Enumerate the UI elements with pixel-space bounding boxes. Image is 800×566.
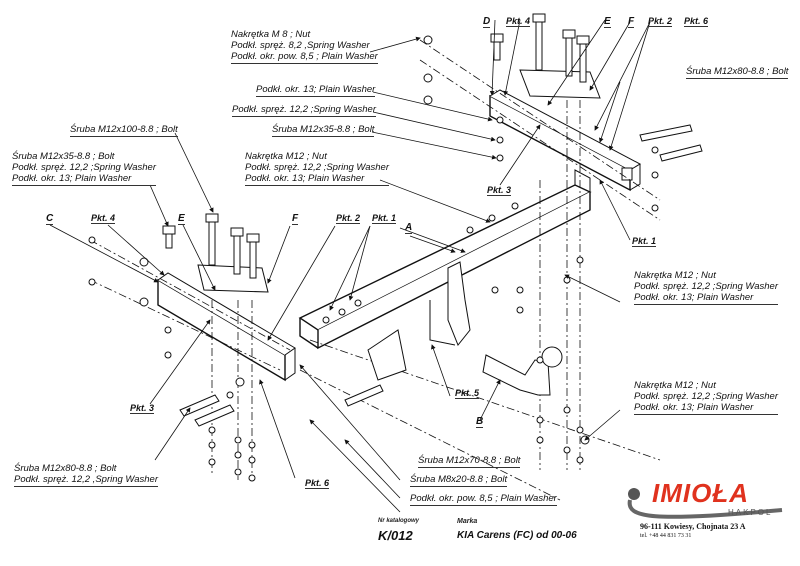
bolts-top-vertical <box>490 13 590 83</box>
bolts-left-vertical <box>162 213 260 279</box>
callout-bolt-m12x100: Śruba M12x100-8.8 ; Bolt <box>70 124 178 137</box>
point-tag-pkt6-top: Pkt. 6 <box>684 16 709 27</box>
callout-line: Podkł. spręż. 12,2 ;Spring Washer <box>634 391 778 402</box>
washers-and-nuts <box>88 35 659 482</box>
callout-bolt-m8x20: Śruba M8x20-8.8 ; Bolt <box>410 474 508 487</box>
point-tag-pkt1-top: Pkt. 1 <box>632 236 657 247</box>
callout-line: Śruba M12x80-8.8 ; Bolt <box>14 463 117 474</box>
callout-line: Nakrętka M12 ; Nut <box>245 151 327 162</box>
plate-e-top <box>519 69 601 99</box>
socket-plate <box>367 329 407 381</box>
company-logo-text: IMIOŁA <box>652 478 749 508</box>
callout-bolt-m12x35-left: Śruba M12x35-8.8 ; Bolt Podkł. spręż. 12… <box>12 151 156 186</box>
callout-bolt-m12x70: Śruba M12x70-8.8 ; Bolt <box>418 455 521 468</box>
company-logo-mark <box>627 488 783 519</box>
callout-bolt-m12x80-left: Śruba M12x80-8.8 ; Bolt Podkł. spręż. 12… <box>14 463 158 487</box>
catalog-number: K/012 <box>378 528 413 543</box>
part-label-e-top: E <box>604 16 611 28</box>
callout-line: Podkł. okr. 13; Plain Washer <box>12 173 156 186</box>
bracket-c <box>157 272 296 382</box>
bracket-d <box>489 89 642 192</box>
catalog-number-label: Nr katalogowy <box>378 518 420 524</box>
callout-nut-m12-right: Nakrętka M12 ; Nut Podkł. spręż. 12,2 ;S… <box>634 270 778 305</box>
point-tag-pkt3-left: Pkt. 3 <box>130 403 155 414</box>
callout-line: Podkł. spręż. 12,2 ;Spring Washer <box>634 281 778 292</box>
callout-line: Nakrętka M12 ; Nut <box>634 380 716 391</box>
company-address: 96-111 Kowiesy, Chojnata 23 A <box>640 522 746 531</box>
callout-line: Śruba M12x35-8.8 ; Bolt <box>12 151 115 162</box>
plate-e-left <box>197 264 269 293</box>
part-label-f-top: F <box>628 16 635 28</box>
part-label-d: D <box>483 16 491 28</box>
callout-line: Podkł. okr. 13; Plain Washer <box>634 292 778 305</box>
part-label-a: A <box>405 222 413 234</box>
callout-line: Podkł. spręż. 8,2 ,Spring Washer <box>231 40 370 51</box>
callout-line: Nakrętka M12 ; Nut <box>634 270 716 281</box>
point-tag-pkt6-bottom: Pkt. 6 <box>305 478 330 489</box>
part-label-b: B <box>476 416 484 428</box>
company-logo-subtext: HAKPOL <box>728 508 773 517</box>
callout-nut-m8: Nakrętka M 8 ; Nut Podkł. spręż. 8,2 ,Sp… <box>231 29 378 64</box>
vehicle-model: KIA Carens (FC) od 00-06 <box>457 530 577 541</box>
point-tag-pkt5: Pkt. 5 <box>455 388 480 399</box>
callout-spring-washer-12: Podkł. spręż. 12,2 ;Spring Washer <box>232 104 376 117</box>
point-tag-pkt3-top: Pkt. 3 <box>487 185 512 196</box>
callout-line: Podkł. okr. pow. 8,5 ; Plain Washer <box>231 51 378 64</box>
callout-bolt-m12x80-right: Śruba M12x80-8.8 ; Bolt <box>686 66 789 79</box>
callout-nut-m12-center: Nakrętka M12 ; Nut Podkł. spręż. 12,2 ;S… <box>245 151 389 186</box>
callout-plain-washer-8-5: Podkł. okr. pow. 8,5 ; Plain Washer <box>410 493 557 506</box>
callout-nut-m12-lower-right: Nakrętka M12 ; Nut Podkł. spręż. 12,2 ;S… <box>634 380 778 415</box>
main-crossbar-a <box>298 169 592 350</box>
callout-line: Podkł. spręż. 12,2 ;Spring Washer <box>245 162 389 173</box>
part-label-f-left: F <box>292 213 299 225</box>
tow-ball-b <box>482 346 563 396</box>
point-tag-pkt1-left: Pkt. 1 <box>372 213 397 224</box>
callout-line: Nakrętka M 8 ; Nut <box>231 29 311 40</box>
company-phone: tel. +48 44 831 73 31 <box>640 533 692 539</box>
callout-line: Podkł. spręż. 12,2 ;Spring Washer <box>12 162 156 173</box>
part-label-e-left: E <box>178 213 185 225</box>
callout-line: Podkł. okr. 13; Plain Washer <box>245 173 389 186</box>
callout-bolt-m12x35-top: Śruba M12x35-8.8 ; Bolt <box>272 124 375 137</box>
leader-lines <box>49 19 651 513</box>
point-tag-pkt2-left: Pkt. 2 <box>336 213 361 224</box>
callout-plain-washer-13: Podkł. okr. 13; Plain Washer <box>256 84 376 97</box>
point-tag-pkt4-left: Pkt. 4 <box>91 213 116 224</box>
mounting-plate <box>429 261 471 346</box>
point-tag-pkt4-top: Pkt. 4 <box>506 16 531 27</box>
callout-line: Podkł. spręż. 12,2 ,Spring Washer <box>14 474 158 487</box>
brand-label: Marka <box>457 518 478 525</box>
part-label-c: C <box>46 213 54 225</box>
point-tag-pkt2-top: Pkt. 2 <box>648 16 673 27</box>
callout-line: Podkł. okr. 13; Plain Washer <box>634 402 778 415</box>
